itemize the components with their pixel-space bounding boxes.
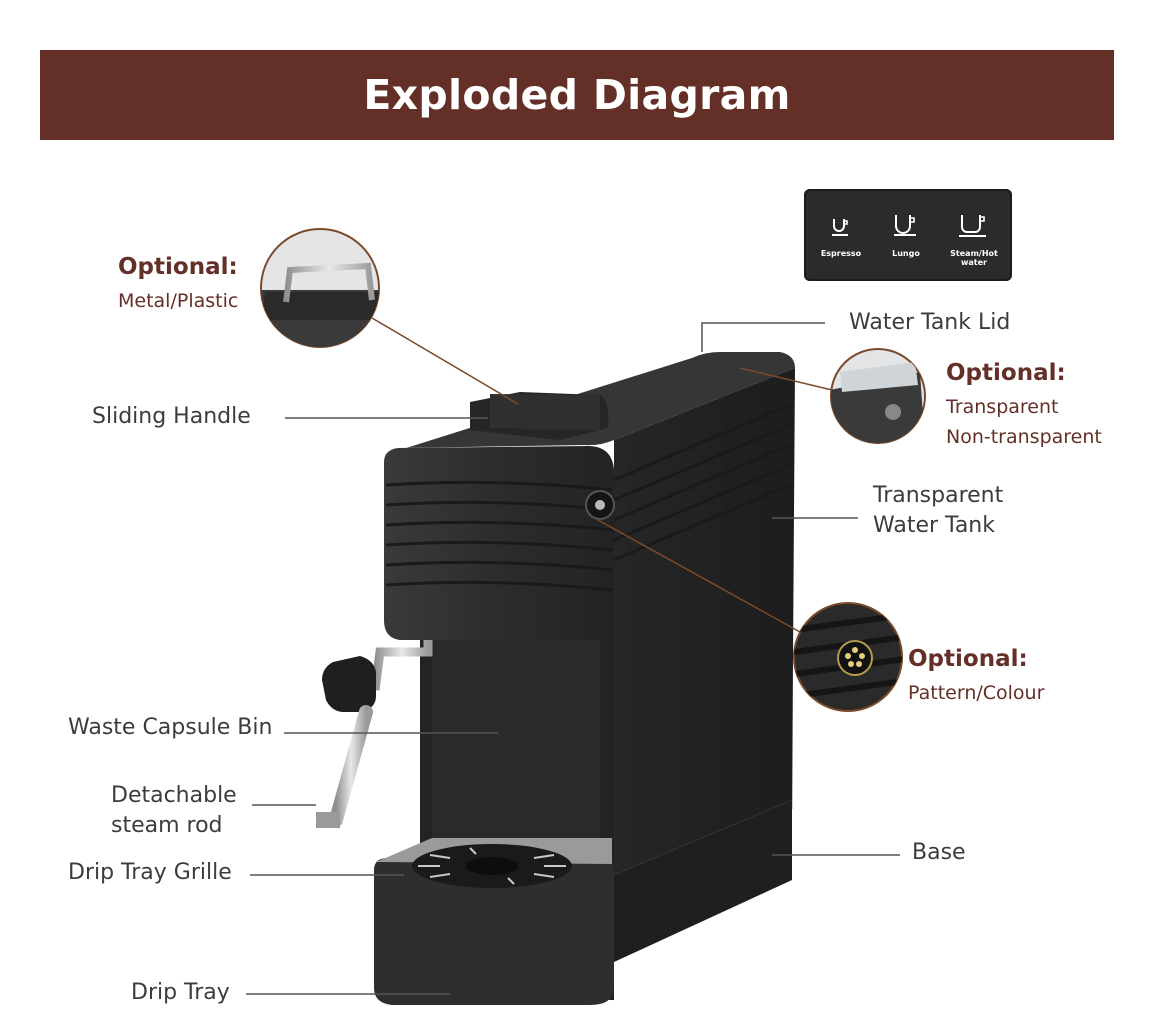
steam-button: Steam/Hot water (939, 209, 1009, 267)
knob-callout (793, 602, 903, 712)
lid-callout (830, 348, 926, 444)
label-steam-rod-line1: Detachable (111, 783, 237, 808)
label-water-tank-line2: Water Tank (873, 513, 995, 538)
lid-optional-nontransparent: Non-transparent (946, 426, 1102, 448)
callout-leaders (371, 317, 833, 633)
lid-optional-transparent: Transparent (946, 396, 1059, 418)
label-drip-tray-grille: Drip Tray Grille (68, 860, 232, 885)
steam-label: Steam/Hot water (950, 249, 998, 267)
espresso-button: Espresso (806, 209, 876, 258)
label-steam-rod-line2: steam rod (111, 813, 223, 838)
steam-rod (316, 640, 433, 828)
lungo-button: Lungo (871, 209, 941, 258)
label-water-tank-lid: Water Tank Lid (849, 310, 1011, 335)
label-base: Base (912, 840, 966, 865)
espresso-cup-icon (832, 219, 848, 236)
espresso-label: Espresso (820, 249, 862, 258)
page-title: Exploded Diagram (363, 71, 791, 119)
lid-optional-title: Optional: (946, 360, 1066, 386)
title-banner: Exploded Diagram (40, 50, 1114, 140)
handle-optional-title: Optional: (118, 254, 238, 280)
label-water-tank-line1: Transparent (873, 483, 1004, 508)
knob-optional-pattern: Pattern/Colour (908, 682, 1045, 704)
steam-cup-icon (959, 215, 986, 237)
knob-optional-title: Optional: (908, 646, 1028, 672)
lungo-label: Lungo (892, 249, 920, 258)
handle-optional-material: Metal/Plastic (118, 290, 239, 312)
control-panel-inset: Espresso Lungo Steam/Hot water (804, 189, 1012, 281)
handle-callout (260, 228, 380, 348)
label-sliding-handle: Sliding Handle (92, 404, 251, 429)
part-leaders (246, 322, 900, 995)
label-waste-capsule-bin: Waste Capsule Bin (68, 715, 273, 740)
machine-body (374, 352, 795, 1005)
label-drip-tray: Drip Tray (131, 980, 230, 1005)
lungo-cup-icon (894, 215, 916, 236)
